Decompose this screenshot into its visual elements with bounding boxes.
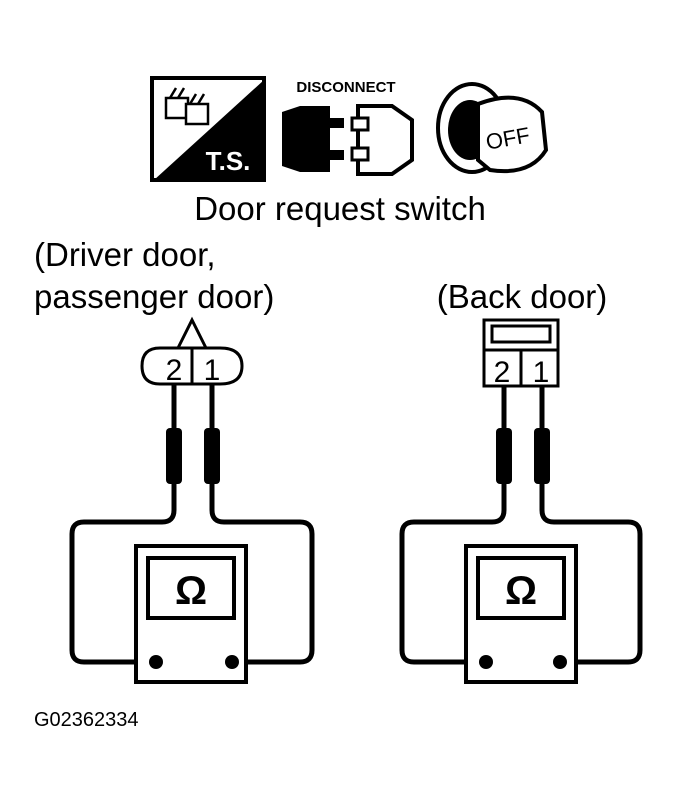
left-test-leads bbox=[69, 384, 315, 665]
left-connector-label-line1: (Driver door, bbox=[34, 236, 216, 273]
disconnect-label: DISCONNECT bbox=[296, 79, 395, 96]
right-ohmmeter: Ω bbox=[464, 544, 578, 684]
left-terminal-1: 1 bbox=[204, 354, 221, 387]
left-probe-2 bbox=[166, 428, 182, 484]
left-meter-terminal-pos bbox=[225, 655, 239, 669]
right-test-leads bbox=[399, 386, 643, 665]
left-connector: 2 1 bbox=[140, 316, 244, 387]
left-terminal-2: 2 bbox=[166, 354, 183, 387]
troubleshooting-icon: T.S. bbox=[150, 76, 266, 182]
right-meter-terminal-neg bbox=[479, 655, 493, 669]
troubleshooting-label: T.S. bbox=[206, 146, 251, 176]
right-ohm-symbol: Ω bbox=[505, 569, 537, 613]
left-connector-label-line2: passenger door) bbox=[34, 278, 274, 315]
ignition-off-icon: OFF bbox=[436, 82, 549, 174]
right-meter-terminal-pos bbox=[553, 655, 567, 669]
diagram-title: Door request switch bbox=[194, 190, 486, 227]
right-probe-1 bbox=[534, 428, 550, 484]
left-ohmmeter: Ω bbox=[134, 544, 248, 684]
figure-id: G02362334 bbox=[34, 709, 139, 731]
disconnect-icon: DISCONNECT bbox=[282, 79, 414, 176]
right-connector: 2 1 bbox=[482, 318, 560, 389]
left-probe-1 bbox=[204, 428, 220, 484]
left-meter-terminal-neg bbox=[149, 655, 163, 669]
right-terminal-1: 1 bbox=[533, 356, 550, 389]
right-probe-2 bbox=[496, 428, 512, 484]
left-ohm-symbol: Ω bbox=[175, 569, 207, 613]
right-connector-label: (Back door) bbox=[437, 278, 608, 315]
right-terminal-2: 2 bbox=[494, 356, 511, 389]
